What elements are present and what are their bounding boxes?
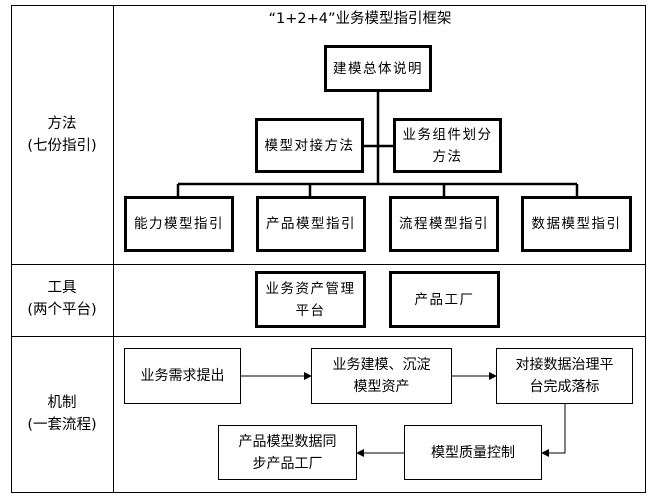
asset-platform-box: 业务资产管理 平台 bbox=[255, 271, 366, 328]
step-requirement-box: 业务需求提出 bbox=[124, 348, 241, 404]
row-label-tools: 工具 (两个平台) bbox=[11, 277, 113, 321]
column-divider bbox=[113, 5, 114, 493]
step-governance-line2: 台完成落标 bbox=[529, 379, 600, 395]
arrow-step3-to-step4 bbox=[541, 404, 566, 457]
step-modeling-line2: 模型资产 bbox=[353, 379, 410, 395]
method-component-line1: 业务组件划分 bbox=[402, 126, 493, 143]
row-label-mechanism-sub: (一套流程) bbox=[27, 417, 97, 433]
method-interface-box: 模型对接方法 bbox=[255, 118, 364, 173]
method-component-line2: 方法 bbox=[432, 148, 463, 165]
row-label-mechanism: 机制 (一套流程) bbox=[11, 392, 113, 436]
step-sync-line1: 产品模型数据同 bbox=[238, 433, 337, 450]
row-label-tools-title: 工具 bbox=[47, 280, 77, 296]
mechanism-flow-arrows bbox=[241, 372, 566, 457]
row-label-method-sub: (七份指引) bbox=[27, 138, 97, 154]
step-modeling-box: 业务建模、沉淀 模型资产 bbox=[311, 348, 452, 404]
method-component-box: 业务组件划分 方法 bbox=[393, 118, 502, 173]
product-factory-box: 产品工厂 bbox=[389, 271, 500, 328]
method-overview-box: 建模总体说明 bbox=[324, 45, 432, 92]
step-modeling-line1: 业务建模、沉淀 bbox=[332, 357, 431, 373]
diagram-title: “1+2+4”业务模型指引框架 bbox=[268, 11, 452, 27]
method-tree-lines bbox=[176, 91, 579, 197]
step-sync-line2: 步产品工厂 bbox=[252, 455, 323, 472]
table-frame bbox=[11, 5, 646, 493]
step-sync-box: 产品模型数据同 步产品工厂 bbox=[218, 425, 357, 480]
row-divider-2 bbox=[11, 336, 646, 337]
row-label-method-title: 方法 bbox=[47, 116, 77, 132]
step-governance-line1: 对接数据治理平 bbox=[515, 357, 614, 373]
asset-platform-line2: 平台 bbox=[295, 302, 326, 319]
guide-data-box: 数据模型指引 bbox=[521, 196, 632, 252]
guide-process-box: 流程模型指引 bbox=[389, 196, 499, 252]
step-governance-box: 对接数据治理平 台完成落标 bbox=[496, 348, 633, 404]
row-label-tools-sub: (两个平台) bbox=[27, 302, 97, 318]
step-quality-box: 模型质量控制 bbox=[404, 425, 542, 480]
guide-capability-box: 能力模型指引 bbox=[124, 196, 234, 252]
asset-platform-line1: 业务资产管理 bbox=[265, 280, 356, 297]
row-label-method: 方法 (七份指引) bbox=[11, 113, 113, 157]
row-label-mechanism-title: 机制 bbox=[47, 395, 77, 411]
guide-product-box: 产品模型指引 bbox=[256, 196, 366, 252]
row-divider-1 bbox=[11, 264, 646, 265]
